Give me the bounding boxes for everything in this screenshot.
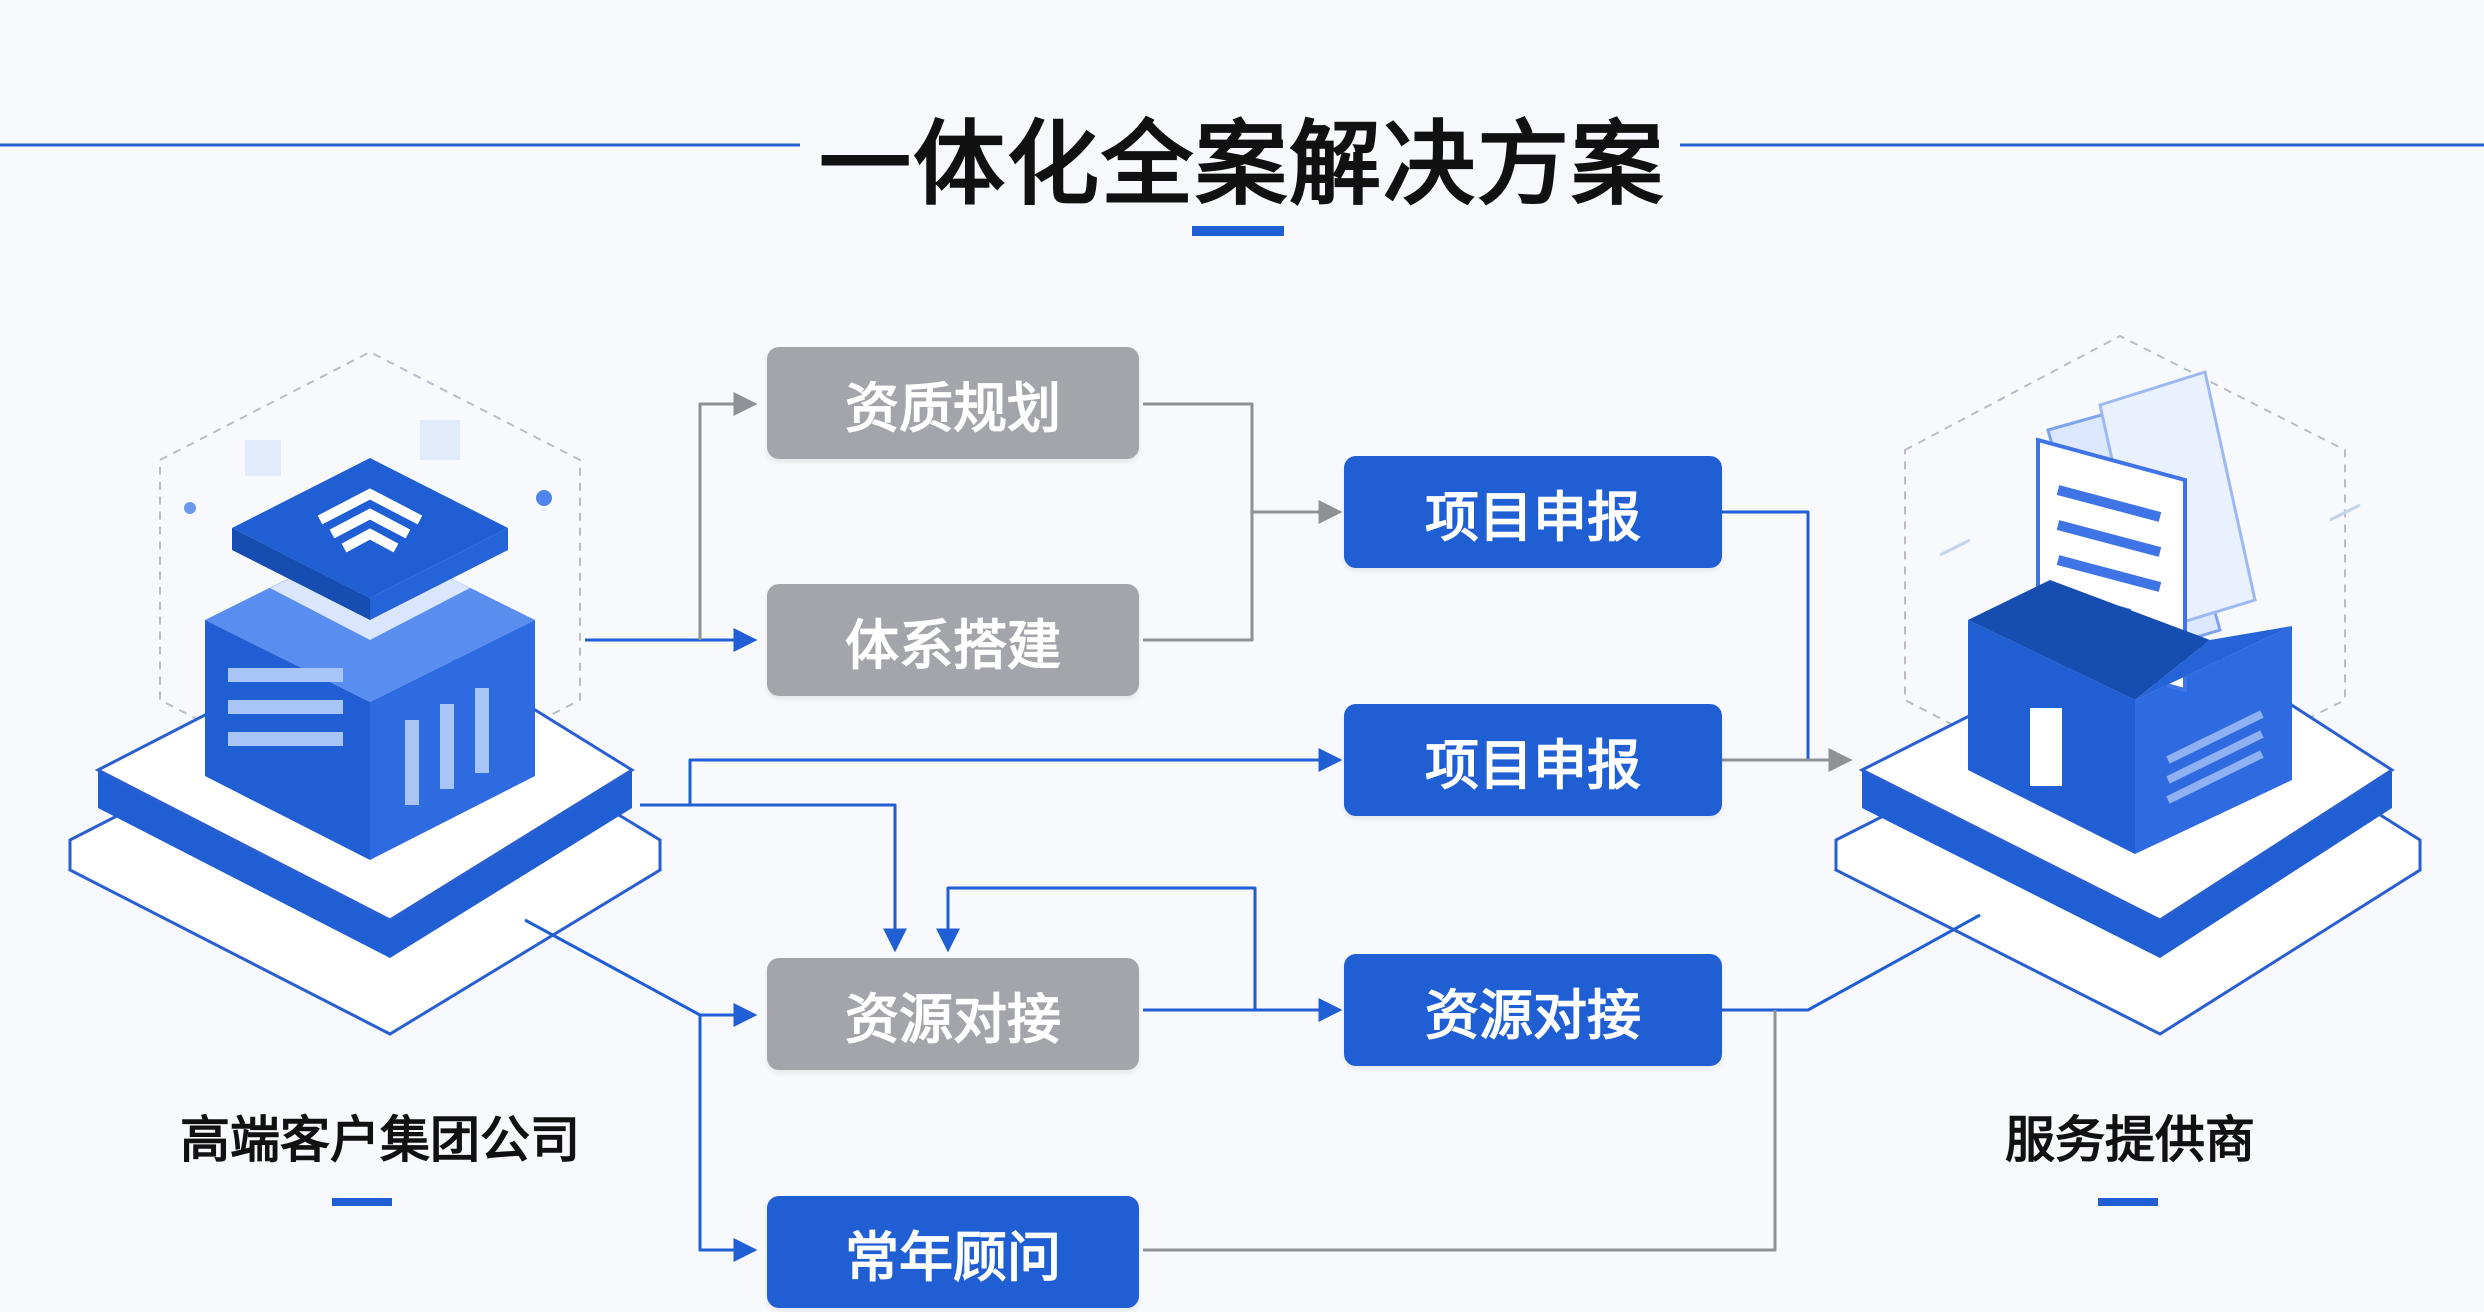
right-party-underline	[2098, 1198, 2158, 1206]
connector-zizhi-merge	[1143, 402, 1254, 512]
connector-tixi-merge	[1143, 512, 1254, 642]
node-tixi-dajian: 体系搭建	[767, 584, 1139, 696]
connectors	[524, 392, 1981, 1262]
right-party-label: 服务提供商	[2005, 1111, 2255, 1169]
node-changnian-guwen: 常年顾问	[767, 1196, 1139, 1308]
connector-branch-to-changnian	[698, 1015, 758, 1262]
connector-building-to-ziyuan-gray	[640, 803, 907, 953]
connector-xiangmu1-to-provider	[1722, 510, 1810, 760]
left-building-icon	[66, 350, 663, 1036]
node-ziyuan-duijie-blue: 资源对接	[1344, 954, 1722, 1066]
left-party-label: 高端客户集团公司	[180, 1111, 580, 1169]
connector-branch-to-zizhi	[698, 392, 758, 640]
right-document-box-icon	[1832, 334, 2423, 1036]
connector-loop-to-ziyuan-gray	[936, 886, 1257, 1010]
node-xiangmu-shenbao-1: 项目申报	[1344, 456, 1722, 568]
node-ziyuan-duijie-gray: 资源对接	[767, 958, 1139, 1070]
connector-changnian-to-provider	[1143, 1010, 1777, 1252]
diagram-title: 一体化全案解决方案	[818, 111, 1665, 218]
node-zizhi-guihua: 资质规划	[767, 347, 1139, 459]
title-underline	[1192, 226, 1284, 236]
left-party-underline	[332, 1198, 392, 1206]
connector-ziyuan-blue-to-provider	[1722, 913, 1981, 1012]
connector-building-diag-to-ziyuan	[524, 918, 758, 1027]
connector-building-to-xiangmu2	[688, 748, 1343, 805]
node-xiangmu-shenbao-2: 项目申报	[1344, 704, 1722, 816]
